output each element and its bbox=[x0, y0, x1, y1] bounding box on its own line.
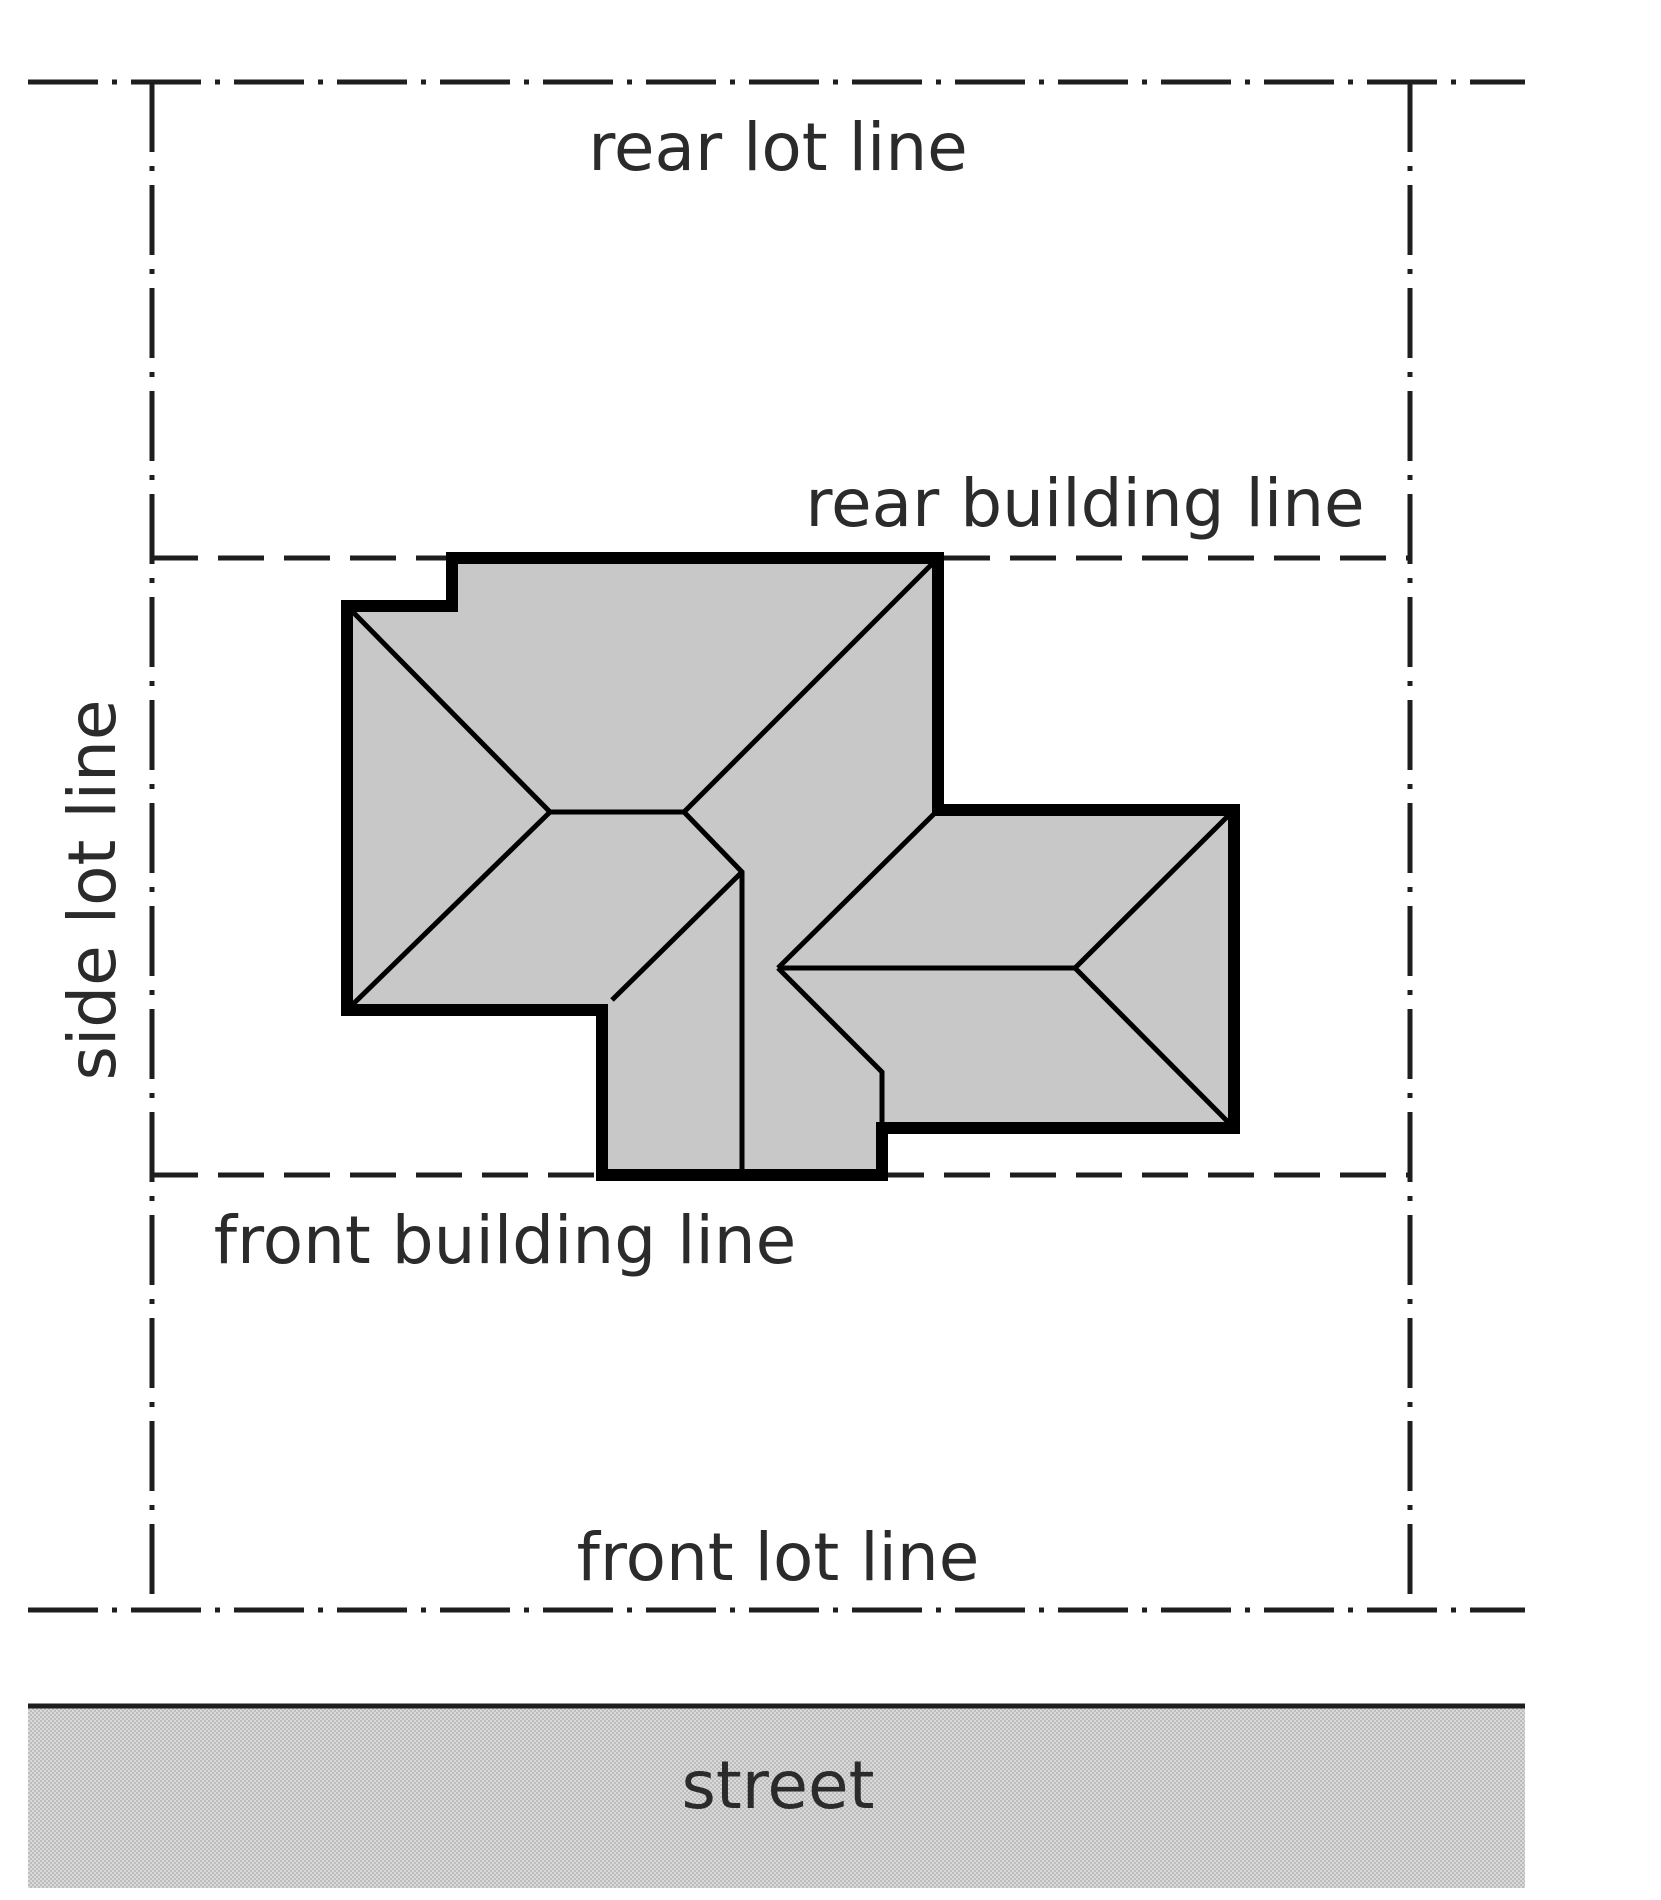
roof-valley-right-lower bbox=[776, 966, 885, 1128]
house-outline bbox=[341, 552, 1240, 1181]
roof-hip-right-bottom bbox=[1073, 966, 1236, 1130]
roof-valley-right bbox=[776, 808, 940, 970]
roof-hip-left-bottom bbox=[345, 810, 552, 1012]
front-building-line-label: front building line bbox=[214, 1202, 796, 1279]
rear-building-line-label: rear building line bbox=[805, 465, 1364, 542]
roof-hip-left-top bbox=[345, 604, 552, 814]
street-label: street bbox=[681, 1747, 874, 1824]
rear-lot-line-label: rear lot line bbox=[588, 109, 968, 186]
house-roof-plan bbox=[341, 552, 1240, 1181]
front-lot-line-label: front lot line bbox=[577, 1519, 980, 1596]
roof-hip-right-top bbox=[1073, 808, 1236, 970]
street-band bbox=[28, 1706, 1525, 1888]
side-lot-line-label: side lot line bbox=[54, 700, 131, 1081]
roof-hip-front-wing bbox=[610, 870, 744, 1002]
